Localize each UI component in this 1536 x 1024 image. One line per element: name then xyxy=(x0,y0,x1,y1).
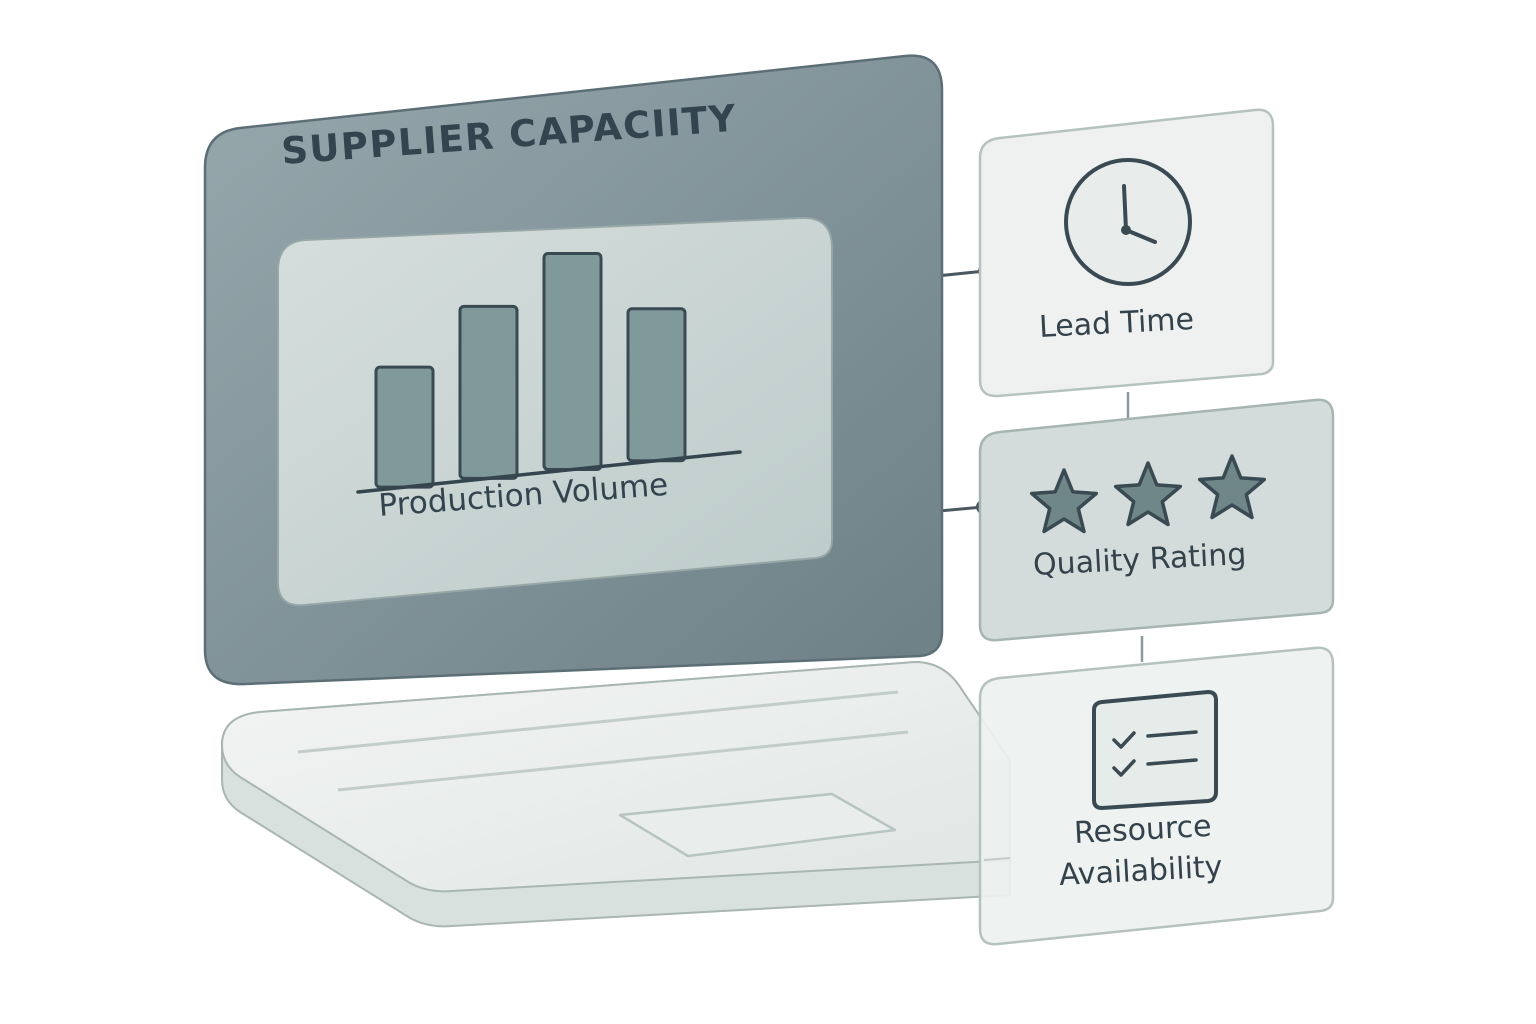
chart-baseline xyxy=(356,450,742,494)
quality-rating-card xyxy=(978,398,1335,642)
bar-4 xyxy=(626,307,687,463)
keyboard-line-bottom xyxy=(337,730,909,792)
bar-group xyxy=(374,252,687,489)
trackpad xyxy=(618,792,897,858)
bar-1 xyxy=(374,365,435,489)
bar-3 xyxy=(542,252,603,472)
star-icon xyxy=(1197,454,1267,520)
keyboard-line-top xyxy=(297,690,899,754)
checklist-icon xyxy=(1092,689,1218,811)
bar-2 xyxy=(458,304,519,480)
star-rating xyxy=(1029,454,1267,534)
clock-icon xyxy=(1064,158,1192,286)
resource-label-line1: Resource xyxy=(1073,808,1213,851)
laptop-base xyxy=(220,660,1011,928)
star-icon xyxy=(1029,468,1099,534)
star-icon xyxy=(1113,461,1183,527)
